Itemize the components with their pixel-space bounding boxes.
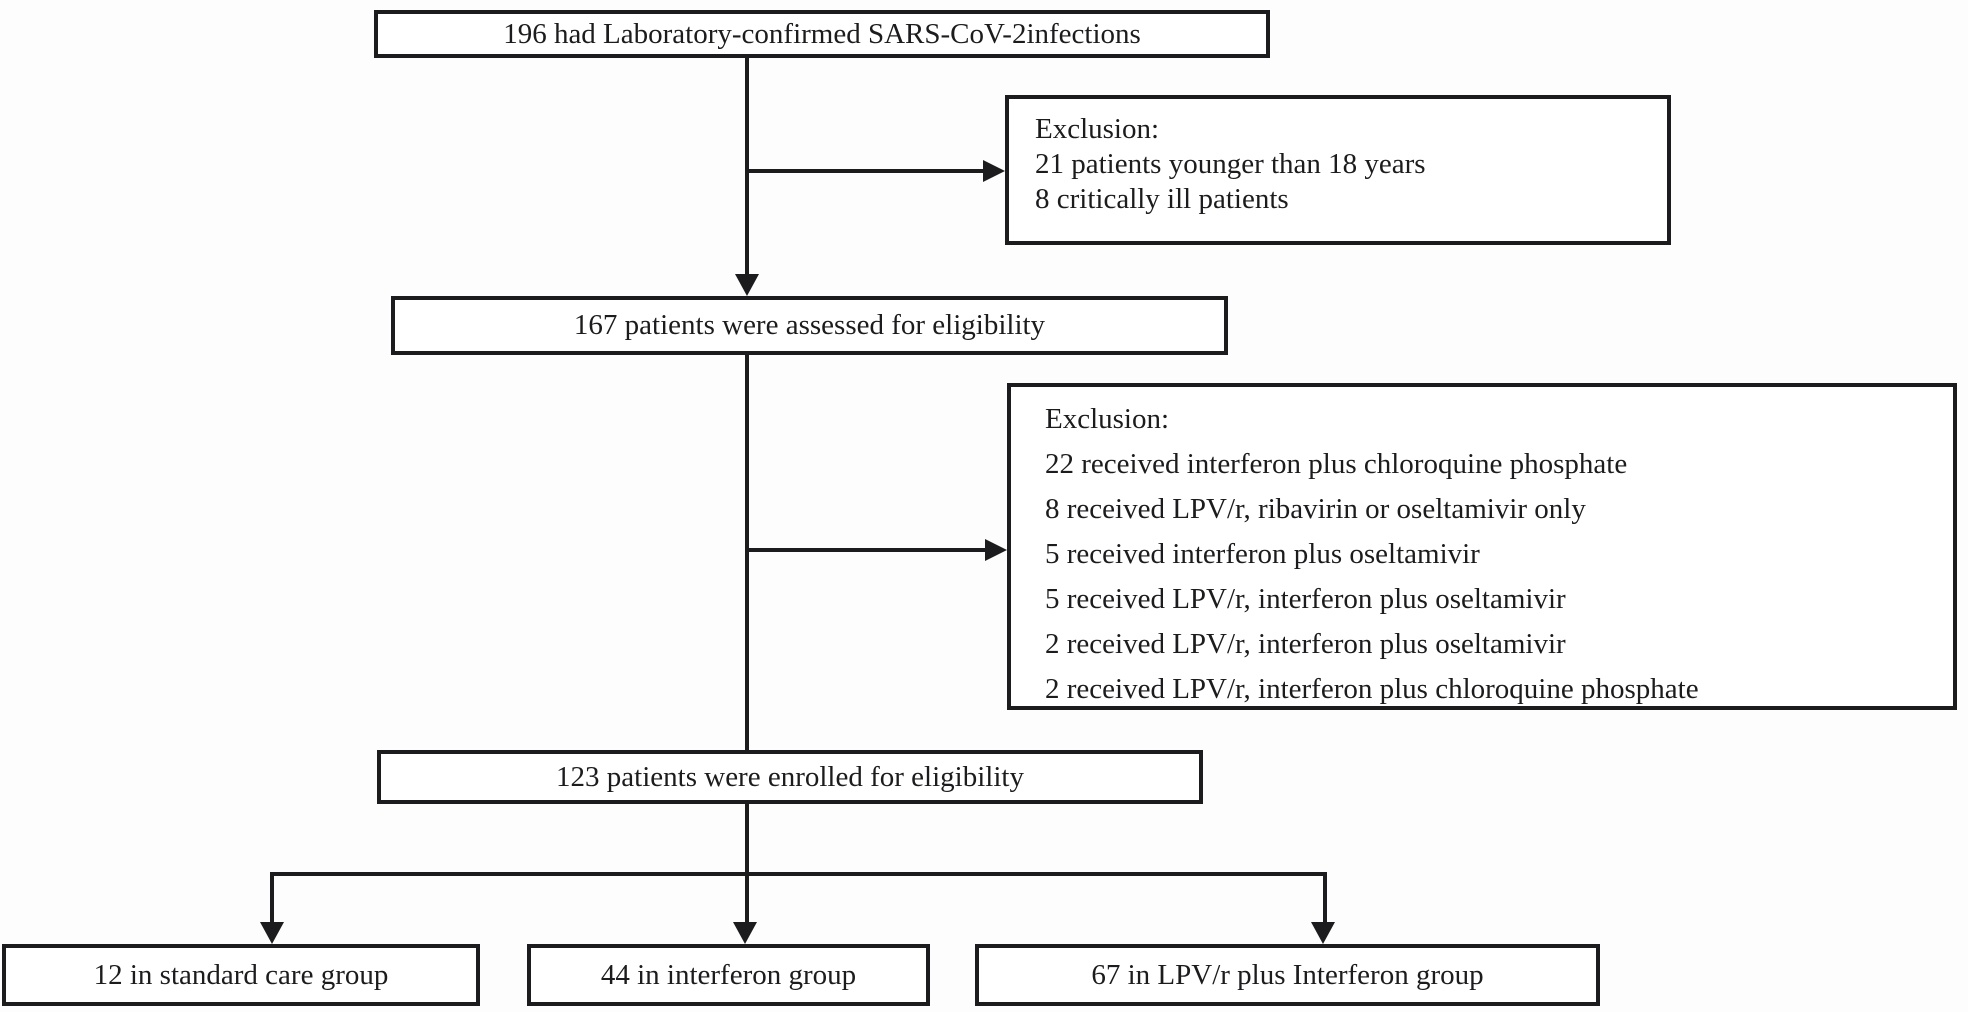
arrowhead-right-icon xyxy=(985,539,1007,561)
exclusion2-line: 2 received LPV/r, interferon plus chloro… xyxy=(1045,673,1699,705)
arrowhead-down-icon xyxy=(735,274,759,296)
exclusion1-line: 8 critically ill patients xyxy=(1035,182,1289,215)
box-assessed-eligibility: 167 patients were assessed for eligibili… xyxy=(391,296,1228,355)
arrowhead-down-icon xyxy=(733,922,757,944)
connector-assessed-to-enrolled xyxy=(745,355,749,750)
arrowhead-down-icon xyxy=(1311,922,1335,944)
box-exclusion-2: Exclusion: 22 received interferon plus c… xyxy=(1007,383,1957,710)
exclusion2-line: 22 received interferon plus chloroquine … xyxy=(1045,448,1628,480)
box-lpvr-interferon-group: 67 in LPV/r plus Interferon group xyxy=(975,944,1600,1006)
box-enrolled-eligibility: 123 patients were enrolled for eligibili… xyxy=(377,750,1203,804)
branch-line xyxy=(270,872,1327,876)
box-confirmed-infections: 196 had Laboratory-confirmed SARS-CoV-2i… xyxy=(374,10,1270,58)
connector-to-lpvr-interferon xyxy=(1323,872,1327,924)
exclusion2-line: 5 received interferon plus oseltamivir xyxy=(1045,538,1480,570)
exclusion2-line: 2 received LPV/r, interferon plus oselta… xyxy=(1045,628,1566,660)
connector-enrolled-to-branch xyxy=(745,804,749,874)
arrowhead-down-icon xyxy=(260,922,284,944)
connector-to-standard-care xyxy=(270,872,274,924)
exclusion2-header: Exclusion: xyxy=(1045,403,1170,435)
arrowhead-right-icon xyxy=(983,160,1005,182)
exclusion1-header: Exclusion: xyxy=(1035,113,1160,145)
box-interferon-group: 44 in interferon group xyxy=(527,944,930,1006)
box-standard-care-group: 12 in standard care group xyxy=(2,944,480,1006)
exclusion1-line: 21 patients younger than 18 years xyxy=(1035,147,1426,180)
exclusion2-line: 8 received LPV/r, ribavirin or oseltamiv… xyxy=(1045,493,1586,525)
connector-to-exclusion2 xyxy=(745,548,985,552)
exclusion2-line: 5 received LPV/r, interferon plus oselta… xyxy=(1045,583,1566,615)
connector-confirmed-to-assessed xyxy=(745,58,749,276)
connector-to-interferon xyxy=(745,874,749,924)
box-exclusion-1: Exclusion: 21 patients younger than 18 y… xyxy=(1005,95,1671,245)
connector-to-exclusion1 xyxy=(745,169,983,173)
